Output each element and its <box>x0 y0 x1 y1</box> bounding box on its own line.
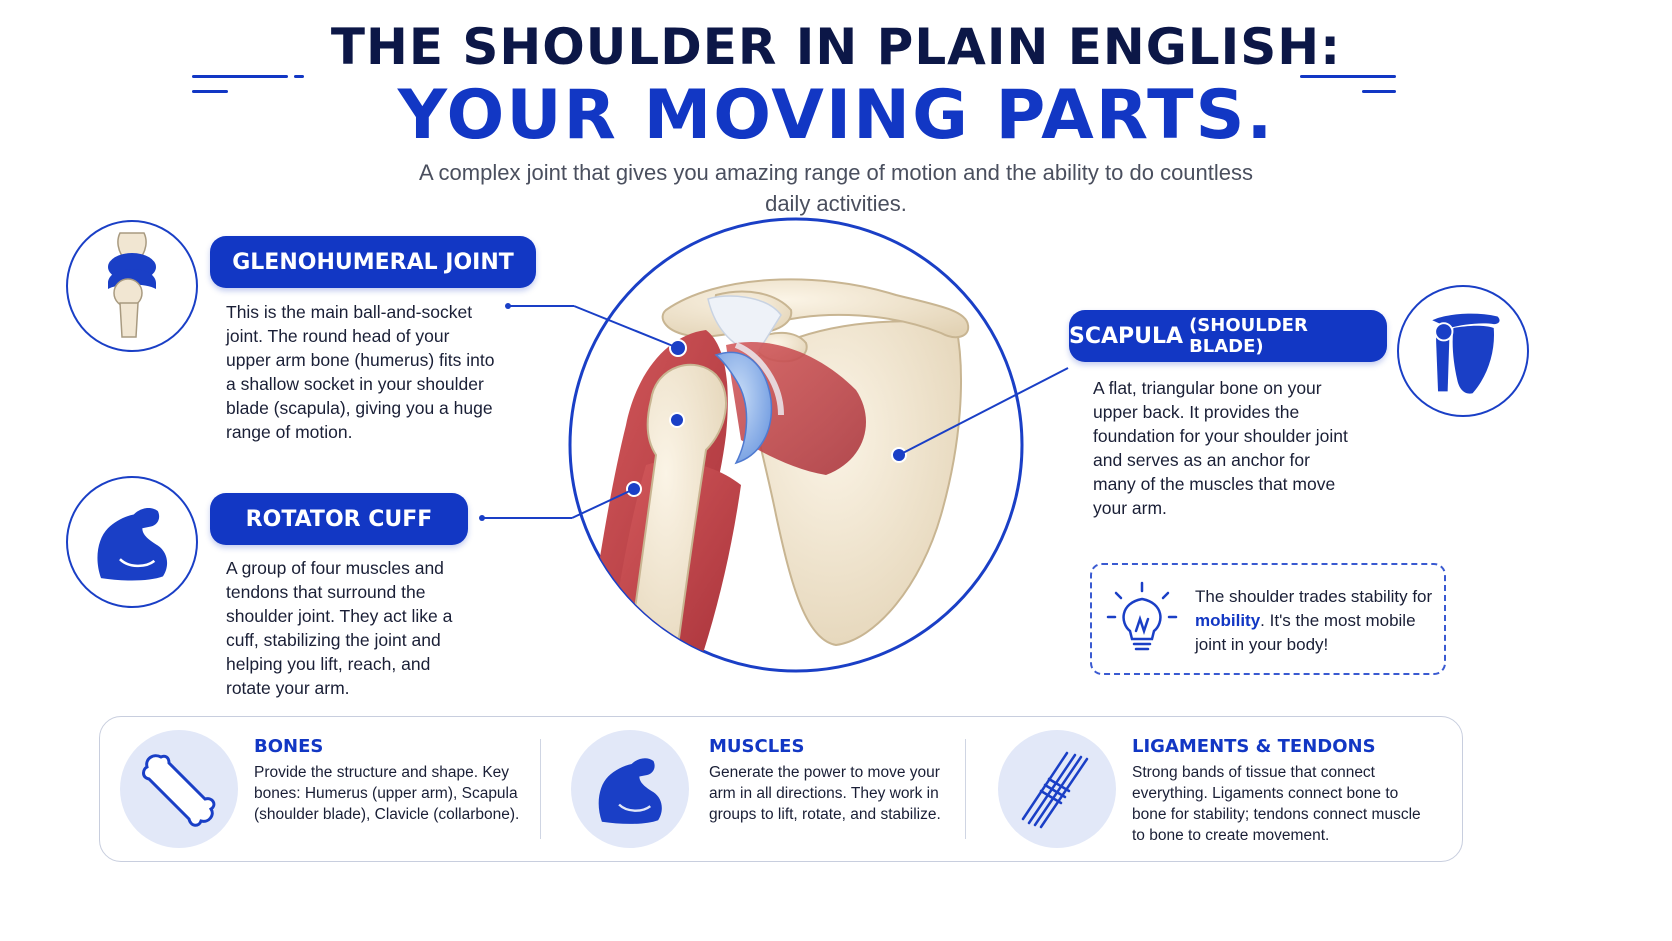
bones-title: BONES <box>254 736 324 757</box>
muscles-summary: MUSCLES Generate the power to move your … <box>551 717 971 863</box>
muscles-description: Generate the power to move your arm in a… <box>709 764 941 823</box>
scapula-label-subtext: (SHOULDER BLADE) <box>1189 315 1308 357</box>
ligaments-icon-circle <box>998 730 1116 848</box>
summary-panel: BONES Provide the structure and shape. K… <box>99 716 1463 862</box>
ligaments-title: LIGAMENTS & TENDONS <box>1132 736 1376 757</box>
bone-icon <box>142 754 216 827</box>
tip-text: The shoulder trades stability for mobili… <box>1195 585 1440 657</box>
rotator-cuff-label-text: ROTATOR CUFF <box>245 506 433 532</box>
tip-highlight: mobility <box>1195 611 1261 630</box>
tip-callout: The shoulder trades stability for mobili… <box>1090 563 1446 675</box>
scapula-icon <box>1432 313 1500 394</box>
shoulder-anatomy-diagram <box>568 217 1024 673</box>
bones-description: Provide the structure and shape. Key bon… <box>254 764 520 823</box>
joint-icon <box>108 232 156 338</box>
bones-summary: BONES Provide the structure and shape. K… <box>100 717 540 863</box>
muscles-icon-circle <box>571 730 689 848</box>
rotator-cuff-description: A group of four muscles and tendons that… <box>226 558 453 698</box>
glenohumeral-joint-label-text: GLENOHUMERAL JOINT <box>232 249 514 275</box>
ligament-band <box>707 295 782 356</box>
lightbulb-icon <box>1106 581 1178 651</box>
humerus-bone <box>624 363 728 671</box>
flexed-arm-icon <box>598 758 662 824</box>
glenoid-cartilage <box>714 351 773 465</box>
rotator-cuff-icon-circle <box>66 476 198 608</box>
title-decoration-right-bottom <box>1362 90 1396 93</box>
tip-text-end: . It's the most mobile joint in your bod… <box>1195 611 1416 654</box>
scapula-label-text: SCAPULA <box>1069 323 1184 349</box>
rotator-cuff-marker <box>626 481 642 497</box>
ligament-icon <box>1021 751 1089 829</box>
scapula-icon-circle <box>1397 285 1529 417</box>
ligaments-description: Strong bands of tissue that connect ever… <box>1132 764 1421 844</box>
glenohumeral-joint-label: GLENOHUMERAL JOINT <box>210 236 536 288</box>
title-decoration-left-top <box>192 75 288 78</box>
page-title-emphasis: YOUR MOVING PARTS. <box>397 76 1275 155</box>
glenohumeral-description: This is the main ball-and-socket joint. … <box>226 302 495 442</box>
ligaments-summary: LIGAMENTS & TENDONS Strong bands of tiss… <box>976 717 1456 863</box>
page-title: THE SHOULDER IN PLAIN ENGLISH: <box>330 18 1342 76</box>
title-decoration-left-dot <box>294 75 304 78</box>
summary-divider-1 <box>540 739 541 839</box>
rotator-cuff-label: ROTATOR CUFF <box>210 493 468 545</box>
bones-icon-circle <box>120 730 238 848</box>
flexed-arm-icon <box>97 508 168 581</box>
title-decoration-right-top <box>1300 75 1396 78</box>
humeral-head-marker <box>669 412 685 428</box>
glenohumeral-icon-circle <box>66 220 198 352</box>
glenohumeral-marker <box>669 339 687 357</box>
tip-text-start: The shoulder trades stability for <box>1195 587 1433 606</box>
scapula-marker <box>891 447 907 463</box>
muscles-title: MUSCLES <box>709 736 805 757</box>
summary-divider-2 <box>965 739 966 839</box>
scapula-label: SCAPULA (SHOULDER BLADE) <box>1069 310 1387 362</box>
scapula-description: A flat, triangular bone on your upper ba… <box>1093 378 1348 518</box>
title-decoration-left-bottom <box>192 90 228 93</box>
page-subtitle: A complex joint that gives you amazing r… <box>418 160 1254 216</box>
